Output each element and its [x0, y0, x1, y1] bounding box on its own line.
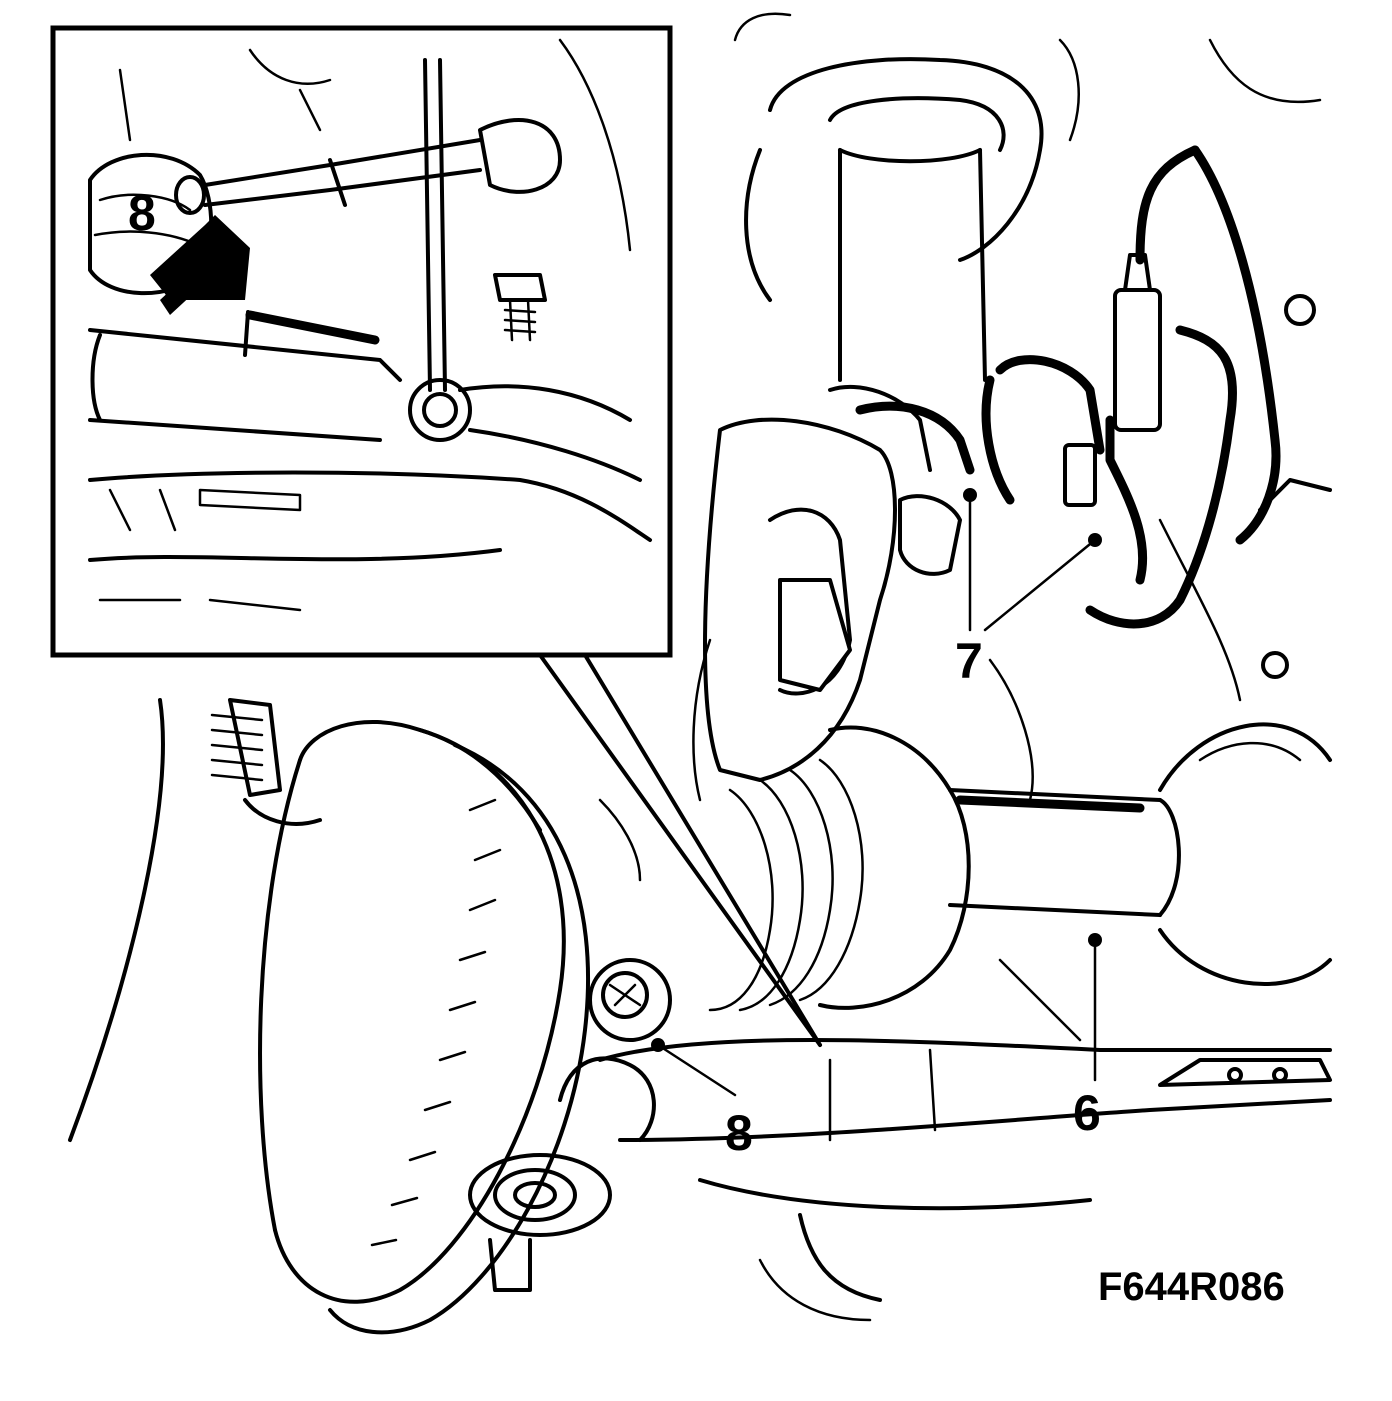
- inset-pointer: [538, 653, 822, 1047]
- drive-shaft: [708, 722, 1332, 1012]
- figure-code: F644R086: [1098, 1265, 1285, 1309]
- callout-inset-eight: 8: [128, 185, 156, 241]
- removal-arrow-shaft-icon: [160, 235, 235, 315]
- callout-eight: 8: [725, 1105, 753, 1161]
- removal-arrow-icon: [150, 215, 250, 300]
- leader-line-eight: [656, 1043, 737, 1097]
- ball-joint: [468, 1153, 882, 1302]
- link-bolt: [588, 958, 672, 1042]
- brake-hose: [855, 145, 1332, 679]
- wheel-knuckle: [703, 384, 962, 782]
- inset-pointer-line-right: [583, 653, 822, 1047]
- leader-lines: [651, 488, 1102, 1097]
- background-contours: [598, 38, 1322, 1322]
- inset-pointer-line-left: [538, 653, 822, 1047]
- detail-inset: [50, 25, 673, 658]
- brake-disc: [68, 698, 591, 1335]
- callout-six: 6: [1073, 1085, 1101, 1141]
- leader-line-seven-b: [983, 538, 1097, 632]
- main-illustration: [68, 12, 1332, 1335]
- strut: [733, 12, 1080, 382]
- callout-seven: 7: [955, 633, 983, 689]
- control-arm: [558, 1038, 1332, 1211]
